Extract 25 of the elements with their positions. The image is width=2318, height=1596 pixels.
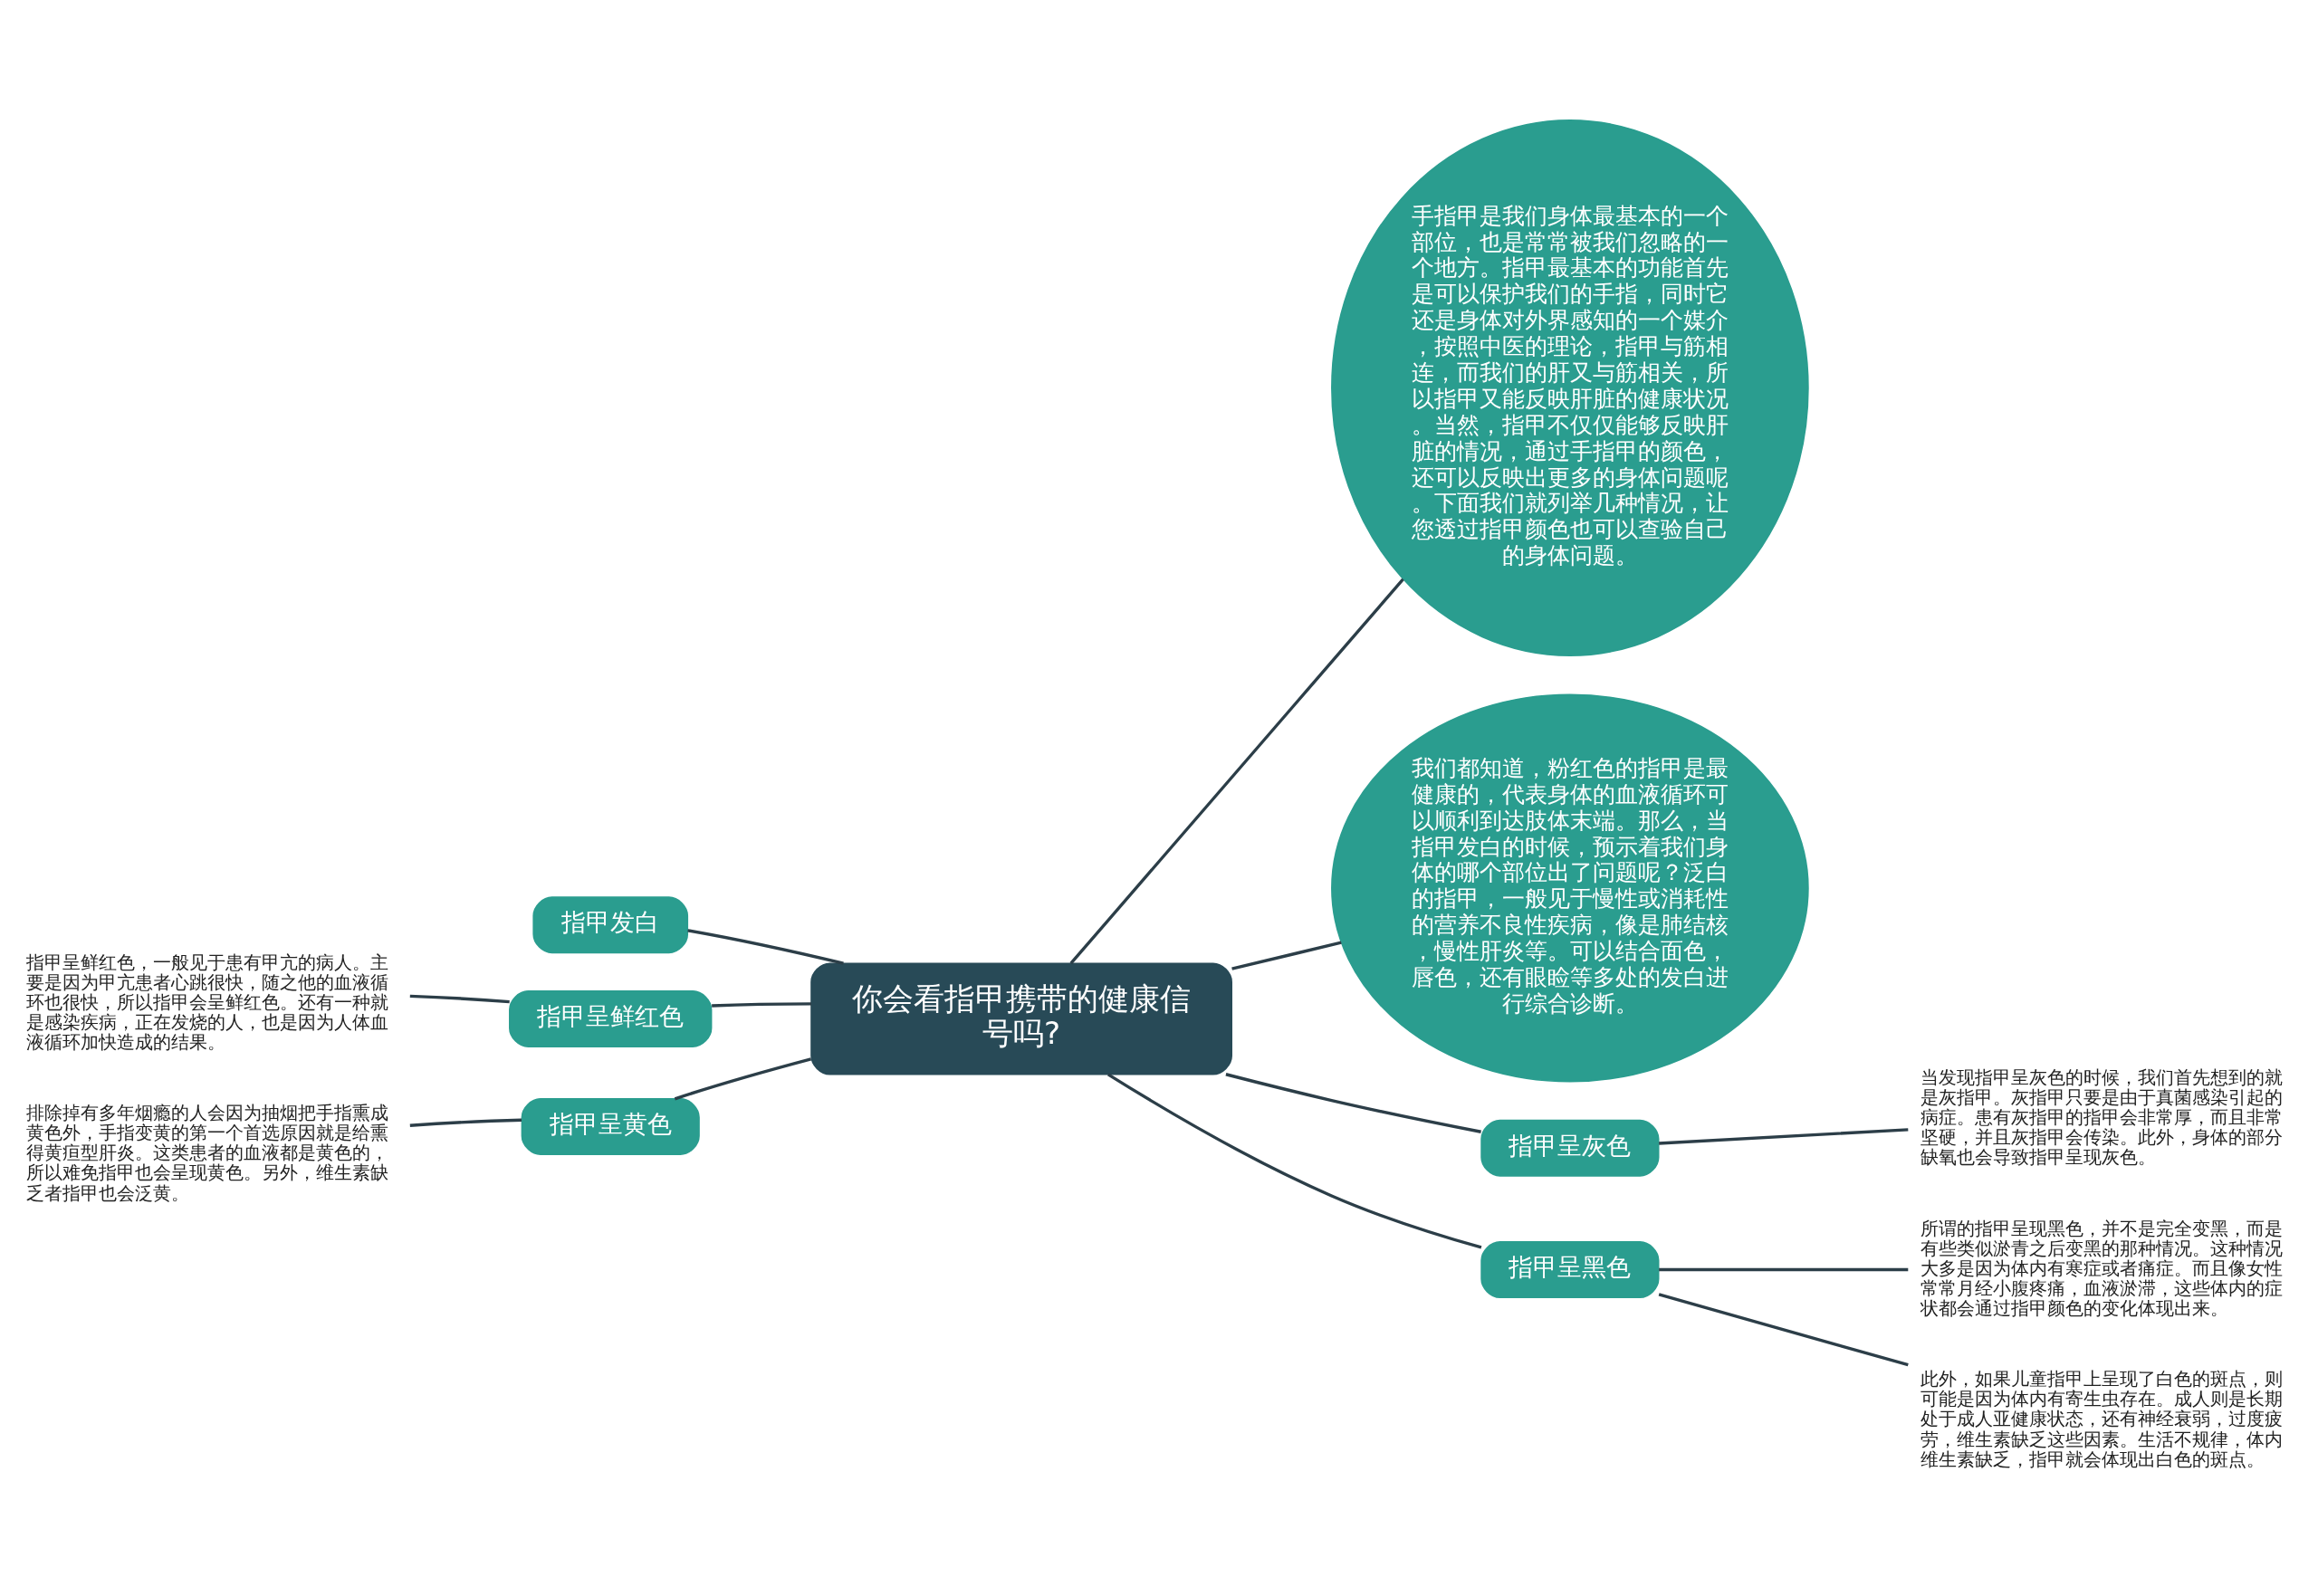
node-text: 当发现指甲呈灰色的时候，我们首先想到的就是灰指甲。灰指甲只要是由于真菌感染引起的病症。患有灰指甲的指甲会非常厚，而且非常坚硬，并且灰指甲会传染。此外，身体的部分缺氧也会导致指甲呈现灰色。 — [1920, 1066, 2284, 1168]
connector — [1106, 1072, 1482, 1249]
node-box: 指甲呈鲜红色 — [509, 989, 713, 1047]
connector — [1069, 578, 1404, 964]
node-box: 指甲呈黄色 — [521, 1097, 700, 1155]
connector — [712, 1001, 811, 1008]
connector — [687, 928, 844, 965]
node-text: 排除掉有多年烟瘾的人会因为抽烟把手指熏成黄色外，手指变黄的第一个首选原因就是给熏得黄疸型肝炎。这类患者的血液都是黄色的，所以难免指甲也会呈现黄色。另外，维生素缺乏者指甲也会泛黄。 — [26, 1101, 389, 1204]
connector — [1659, 1127, 1909, 1145]
node-box: 指甲发白 — [532, 895, 689, 953]
connector — [1659, 1267, 1909, 1271]
node-text: 此外，如果儿童指甲上呈现了白色的斑点，则可能是因为体内有寄生虫存在。成人则是长期处于成人亚健康状态，还有神经衰弱，过度疲劳，维生素缺乏这些因素。生活不规律，体内维生素缺乏，指甲就会体现出白色的斑点。 — [1920, 1367, 2284, 1470]
node-ellipse: 我们都知道，粉红色的指甲是最健康的，代表身体的血液循环可以顺利到达肢体末端。那么，当指甲发白的时候，预示着我们身体的哪个部位出了问题呢？泛白的指甲，一般见于慢性或消耗性的营养不良性疾病，像是肺结核，慢性肝炎等。可以结合面色，唇色，还有眼睑等多处的发白进行综合诊断。 — [1331, 693, 1809, 1083]
node-box: 指甲呈黑色 — [1480, 1240, 1660, 1298]
connector — [1658, 1292, 1909, 1366]
connector — [1231, 941, 1342, 970]
connector — [409, 994, 510, 1003]
node-text: 指甲呈鲜红色，一般见于患有甲亢的病人。主要是因为甲亢患者心跳很快，随之他的血液循环也很快，所以指甲会呈鲜红色。还有一种就是感染疾病，正在发烧的人，也是因为人体血液循环加快造成的结果。 — [26, 951, 389, 1053]
connector — [674, 1056, 812, 1100]
node-box: 指甲呈灰色 — [1480, 1119, 1660, 1177]
connector — [409, 1118, 522, 1127]
node-box: 你会看指甲携带的健康信号吗? — [810, 961, 1232, 1075]
node-ellipse: 手指甲是我们身体最基本的一个部位，也是常常被我们忽略的一个地方。指甲最基本的功能首先是可以保护我们的手指，同时它还是身体对外界感知的一个媒介，按照中医的理论，指甲与筋相连，而我们的肝又与筋相关，所以指甲又能反映肝脏的健康状况。当然，指甲不仅仅能够反映肝脏的情况，通过手指甲的颜色，还可以反映出更多的身体问题呢。下面我们就列举几种情况，让您透过指甲颜色也可以查验自己的身体问题。 — [1331, 119, 1809, 656]
connector — [1225, 1072, 1481, 1133]
node-text: 所谓的指甲呈现黑色，并不是完全变黑，而是有些类似淤青之后变黑的那种情况。这种情况大多是因为体内有寒症或者痛症。而且像女性常常月经小腹疼痛，血液淤滞，这些体内的症状都会通过指甲颜色的变化体现出来。 — [1920, 1217, 2284, 1319]
